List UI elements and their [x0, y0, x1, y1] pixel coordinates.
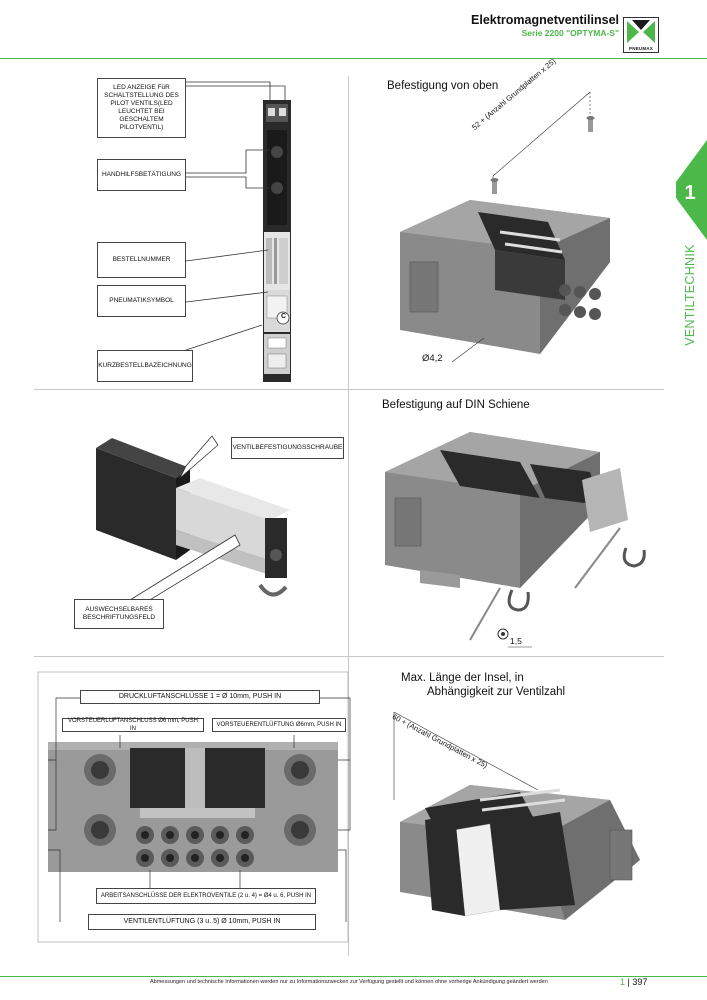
chapter-number: 1: [684, 182, 696, 204]
label-valve-screw: VENTILBEFESTIGUNGSSCHRAUBE: [231, 437, 344, 459]
label-order-number: BESTELLNUMMER: [97, 242, 186, 278]
page-subtitle: Serie 2200 "OPTYMA-S": [521, 28, 619, 38]
label-led-indicator: LED ANZEIGE FüR SCHALTSTELLUNG DES PILOT…: [97, 78, 186, 138]
logo-mark-icon: [627, 20, 655, 43]
section2-title: Befestigung von oben: [387, 80, 499, 92]
grid-divider-vertical: [348, 76, 349, 956]
chapter-tab-icon: [676, 140, 707, 240]
label-pilot-exhaust: VORSTEUERENTLÜFTUNG Ø6mm, PUSH IN: [212, 718, 346, 732]
footer-section-number: 1: [620, 977, 626, 987]
footer-separator: |: [627, 977, 630, 987]
page-title: Elektromagnetventilinsel: [471, 13, 619, 27]
header-rule: [0, 58, 707, 59]
label-work-ports: ARBEITSANSCHLÜSSE DER ELEKTROVENTILE (2 …: [96, 888, 316, 904]
footer-page-number: 397: [632, 977, 648, 987]
section6-title-line2: Abhängigkeit zur Ventilzahl: [427, 686, 566, 698]
label-pneumatic-symbol: PNEUMATIKSYMBOL: [97, 285, 186, 317]
label-pilot-supply: VORSTEUERLUFTANSCHLUSS Ø6 mm, PUSH IN: [62, 718, 204, 732]
label-supply-ports: DRUCKLUFTANSCHLÜSSE 1 = Ø 10mm, PUSH IN: [80, 690, 320, 704]
footer-disclaimer: Abmessungen und technische Informationen…: [150, 979, 548, 985]
grid-divider-row2: [34, 656, 664, 657]
dim-rail-thickness: 1,5: [510, 636, 522, 646]
logo-text: PNEUMAX: [629, 46, 653, 51]
marker-c: C: [280, 313, 287, 320]
footer-rule: [0, 976, 707, 977]
label-short-code: KURZBESTELLBAZEICHNUNG: [97, 350, 193, 382]
page-number: 1 | 397: [620, 977, 647, 987]
label-valve-exhaust: VENTILENTLÜFTUNG (3 u. 5) Ø 10mm, PUSH I…: [88, 914, 316, 930]
grid-divider-row1: [34, 389, 664, 390]
section4-title: Befestigung auf DIN Schiene: [382, 399, 530, 411]
dim-hole-diameter: Ø4,2: [422, 353, 443, 364]
brand-logo: PNEUMAX: [623, 17, 659, 53]
section6-title-line1: Max. Länge der Insel, in: [401, 672, 524, 684]
label-manual-override: HANDHILFSBETÄTIGUNG: [97, 159, 186, 191]
label-label-field: AUSWECHSELBARES BESCHRIFTUNGSFELD: [74, 599, 164, 629]
